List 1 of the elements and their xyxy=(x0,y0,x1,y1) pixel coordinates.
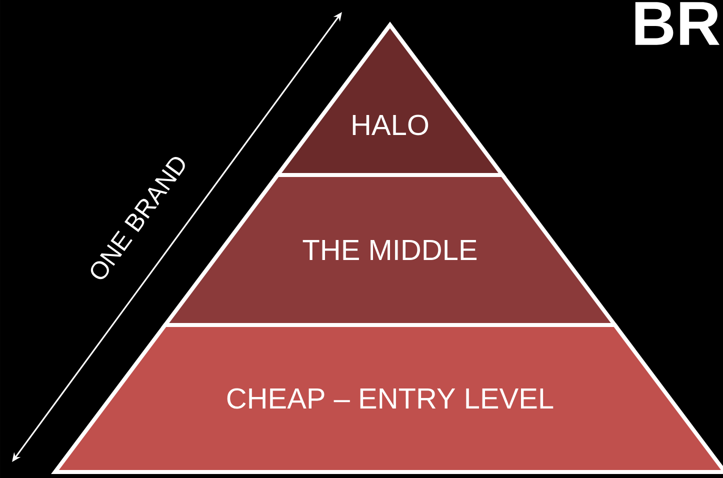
title: BR xyxy=(635,2,720,45)
